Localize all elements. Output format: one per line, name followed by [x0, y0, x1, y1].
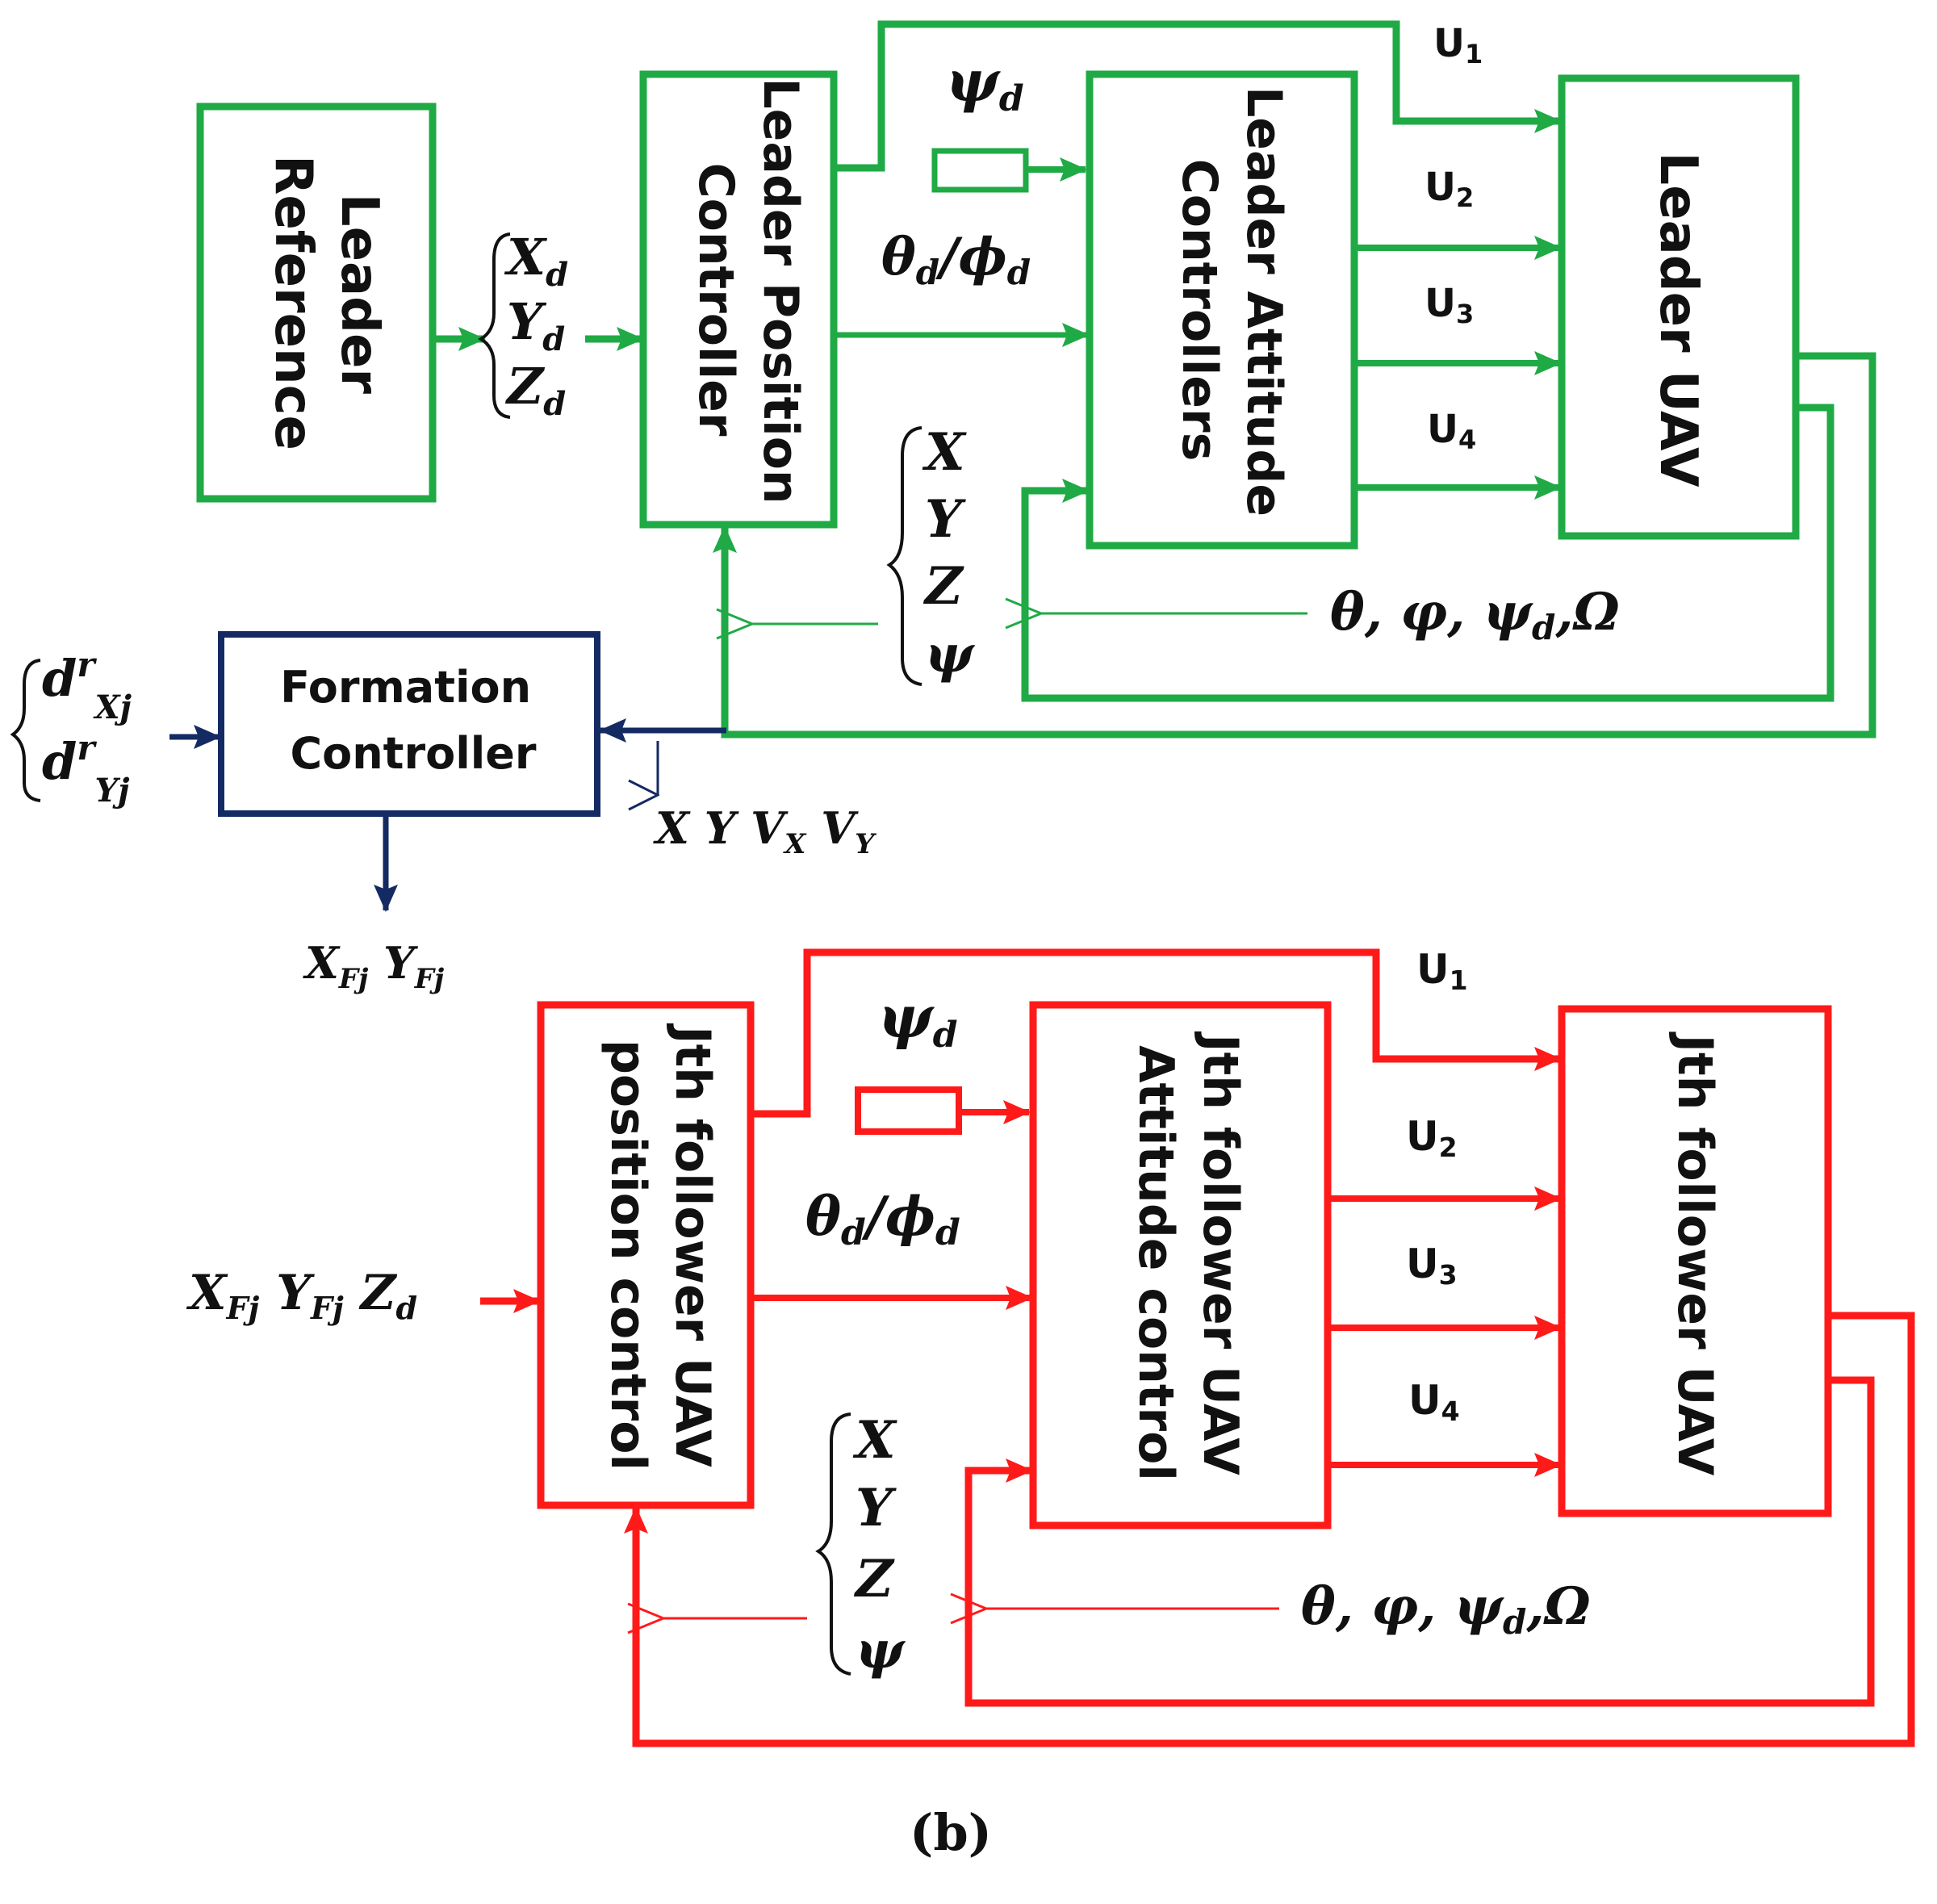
leader-psi-d-block [931, 148, 1029, 193]
follower-psi-d-label: ψd [878, 982, 958, 1056]
leader-xd-label: Xd [504, 228, 568, 294]
follower-u1-label: U1 [1416, 946, 1468, 996]
leader-attitude-feedback-loop [1021, 404, 1835, 702]
formation-input-brace [10, 659, 41, 802]
figure-caption: (b) [910, 1803, 992, 1862]
follower-attitude-feedback-loop [964, 1376, 1875, 1707]
leader-attitude-controllers-label: Leader Attitude Controllers [1171, 86, 1292, 534]
leader-attitude-controllers-block [1086, 70, 1358, 550]
leader-uav-label: Leader UAV [1648, 152, 1708, 488]
follower-attitude-control-label: Jth follower UAV Attitude control [1127, 1031, 1249, 1492]
formation-section: Formation Controller drXj drYj X Y VX VY… [10, 631, 876, 998]
leader-u1-label: U1 [1433, 21, 1483, 69]
follower-position-control-label: Jth follower UAV position control [600, 1023, 721, 1483]
follower-u2-label: U2 [1406, 1113, 1458, 1163]
formation-controller-block [218, 631, 600, 817]
follower-u4-label: U4 [1408, 1377, 1460, 1427]
follower-uav-label: Jth follower UAV [1667, 1032, 1723, 1476]
leader-theta-phi-label: θd/ϕd [881, 227, 1031, 292]
follower-psi-d-block [855, 1086, 962, 1135]
leader-reference-block [196, 103, 437, 503]
formation-output-label: XFj YFj [303, 937, 445, 998]
follower-attitude-control-block [1029, 1001, 1332, 1529]
leader-attitude-feedback-label: θ, φ, ψd,Ω [1330, 582, 1620, 647]
formation-state-label: X Y VX VY [653, 802, 876, 864]
follower-u3-label: U3 [1406, 1241, 1458, 1291]
leader-fb-y-label: Y [925, 489, 966, 550]
follower-position-control-block [537, 1001, 755, 1509]
leader-yd-label: Yd [507, 292, 565, 358]
formation-controller-label: Formation Controller [280, 662, 546, 779]
formation-dx-label: drXj [42, 645, 132, 726]
leader-fb-z-label: Z [922, 556, 964, 617]
leader-psi-d-label: ψd [946, 48, 1024, 119]
leader-u1-line [836, 20, 1562, 172]
leader-zd-label: Zd [504, 357, 566, 423]
leader-fb-x-label: X [922, 422, 967, 483]
follower-section: Jth follower UAV position control Jth fo… [186, 946, 1915, 1747]
follower-fb-y-label: Y [856, 1478, 897, 1538]
leader-position-controller-block [639, 70, 838, 529]
follower-position-feedback-loop [624, 1312, 1915, 1747]
follower-feedback-brace [815, 1412, 851, 1676]
leader-u4-label: U4 [1427, 407, 1476, 455]
leader-feedback-brace [886, 426, 922, 686]
follower-theta-phi-label: θd/ϕd [805, 1185, 960, 1253]
follower-fb-psi-label: ψ [856, 1620, 906, 1680]
formation-dy-label: drYj [42, 728, 130, 810]
leader-xyz-brace [478, 232, 511, 419]
leader-position-feedback-loop [713, 352, 1876, 739]
leader-reference-label: Leader Reference [263, 155, 389, 450]
leader-fb-psi-label: ψ [925, 624, 975, 684]
leader-section: Leader Reference Leader Position Control… [196, 20, 1876, 739]
leader-u3-label: U3 [1425, 281, 1474, 329]
follower-uav-block [1558, 1005, 1832, 1517]
follower-fb-x-label: X [852, 1410, 897, 1471]
leader-u2-label: U2 [1425, 165, 1474, 213]
follower-input-label: XFj YFj Zd [186, 1265, 417, 1331]
leader-position-controller-label: Leader Position Controller [688, 77, 809, 521]
follower-fb-z-label: Z [853, 1549, 895, 1609]
follower-u1-line [753, 948, 1562, 1118]
leader-uav-block [1558, 74, 1800, 540]
follower-attitude-feedback-label: θ, φ, ψd,Ω [1301, 1576, 1591, 1642]
